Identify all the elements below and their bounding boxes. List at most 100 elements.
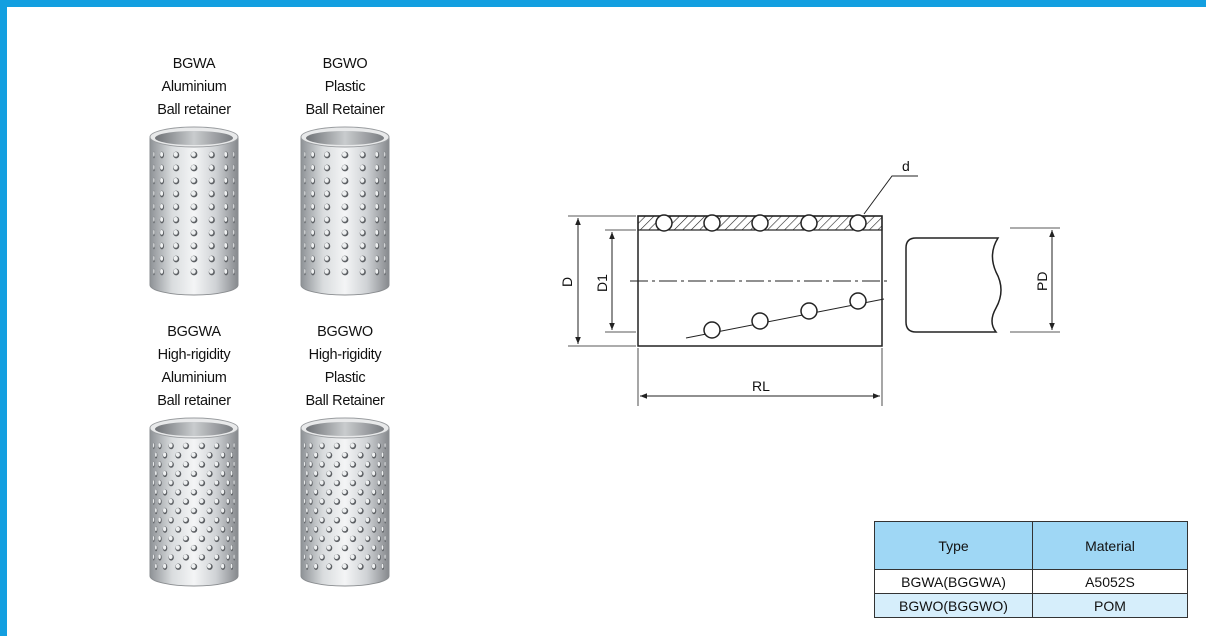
- ball: [226, 498, 230, 504]
- ball: [173, 256, 178, 261]
- ball: [324, 165, 329, 170]
- product-bgwo: BGWO Plastic Ball Retainer: [265, 53, 425, 297]
- ball: [377, 536, 381, 541]
- ball: [304, 443, 306, 448]
- ball: [334, 554, 339, 560]
- ball: [175, 471, 180, 476]
- ball: [304, 269, 306, 274]
- ball: [191, 563, 196, 569]
- product-bggwo-rigidity: High-rigidity: [308, 347, 382, 363]
- ball: [365, 517, 370, 522]
- wall-ball: [751, 214, 769, 232]
- ball: [233, 204, 235, 209]
- ball: [191, 526, 196, 532]
- ball: [360, 269, 365, 274]
- ball: [360, 165, 365, 170]
- ball: [375, 217, 379, 222]
- product-bggwa-caption: BGGWA High-rigidity Aluminium Ball retai…: [114, 321, 274, 413]
- material-table: Type Material BGWA(BGGWA) A5052S BGWO(BG…: [874, 521, 1188, 618]
- ball: [384, 269, 386, 274]
- ball: [384, 443, 386, 448]
- ball: [158, 536, 161, 541]
- ball: [160, 256, 164, 261]
- ball: [334, 536, 339, 541]
- label-RL: RL: [752, 378, 770, 394]
- cell-material: A5052S: [1032, 569, 1188, 594]
- ball: [384, 217, 386, 222]
- ball: [304, 178, 306, 183]
- ball: [350, 443, 355, 448]
- ball: [153, 480, 155, 485]
- ball: [168, 554, 173, 560]
- ball: [191, 269, 196, 274]
- ball: [155, 563, 157, 569]
- ball: [191, 152, 196, 157]
- ball: [183, 536, 188, 541]
- cell-type: BGWA(BGGWA): [874, 569, 1033, 594]
- ball: [153, 517, 155, 522]
- d-leader-line: [863, 175, 918, 215]
- ball: [158, 480, 161, 485]
- ball: [155, 526, 157, 532]
- ball: [314, 545, 318, 550]
- product-bggwo: BGGWO High-rigidity Plastic Ball Retaine…: [265, 321, 425, 588]
- ball: [309, 461, 312, 467]
- ball: [384, 165, 386, 170]
- ball: [191, 217, 196, 222]
- ball: [224, 165, 228, 170]
- ball: [183, 498, 188, 504]
- ball: [372, 471, 376, 476]
- ball: [309, 554, 312, 560]
- wall-balls: [655, 214, 867, 232]
- ball: [384, 152, 386, 157]
- ball: [334, 498, 339, 504]
- ball: [173, 217, 178, 222]
- ball: [372, 563, 376, 569]
- ball: [173, 178, 178, 183]
- ball: [209, 230, 214, 235]
- ball: [158, 443, 161, 448]
- ball: [324, 230, 329, 235]
- ball: [360, 191, 365, 196]
- ball: [342, 452, 347, 457]
- ball: [199, 536, 204, 541]
- ball: [230, 526, 233, 532]
- ball: [377, 461, 381, 467]
- ball: [191, 204, 196, 209]
- ball: [183, 443, 188, 448]
- ball: [384, 191, 386, 196]
- wall-ball: [800, 214, 818, 232]
- ball: [221, 508, 225, 513]
- ball: [163, 526, 167, 532]
- ball: [358, 508, 363, 513]
- ball: [226, 443, 230, 448]
- ball: [384, 536, 386, 541]
- ball: [381, 526, 384, 532]
- ball: [224, 230, 228, 235]
- ball: [153, 230, 155, 235]
- ball: [168, 461, 173, 467]
- ball: [224, 217, 228, 222]
- ball: [233, 256, 235, 261]
- ball: [360, 243, 365, 248]
- ball: [319, 480, 324, 485]
- product-bgwa-type: Ball retainer: [157, 102, 231, 118]
- helix-ball: [800, 302, 818, 320]
- cell-material: POM: [1032, 593, 1188, 618]
- ball: [381, 563, 384, 569]
- ball: [306, 563, 308, 569]
- ball: [226, 554, 230, 560]
- ball: [183, 554, 188, 560]
- ball: [153, 269, 155, 274]
- ball: [163, 452, 167, 457]
- ball: [233, 191, 235, 196]
- ball: [342, 256, 347, 261]
- ball: [311, 178, 315, 183]
- helix-ball: [849, 292, 867, 310]
- ball: [233, 165, 235, 170]
- ball: [375, 165, 379, 170]
- ball: [214, 517, 219, 522]
- ball: [384, 517, 386, 522]
- ball: [207, 508, 212, 513]
- ball: [233, 461, 235, 467]
